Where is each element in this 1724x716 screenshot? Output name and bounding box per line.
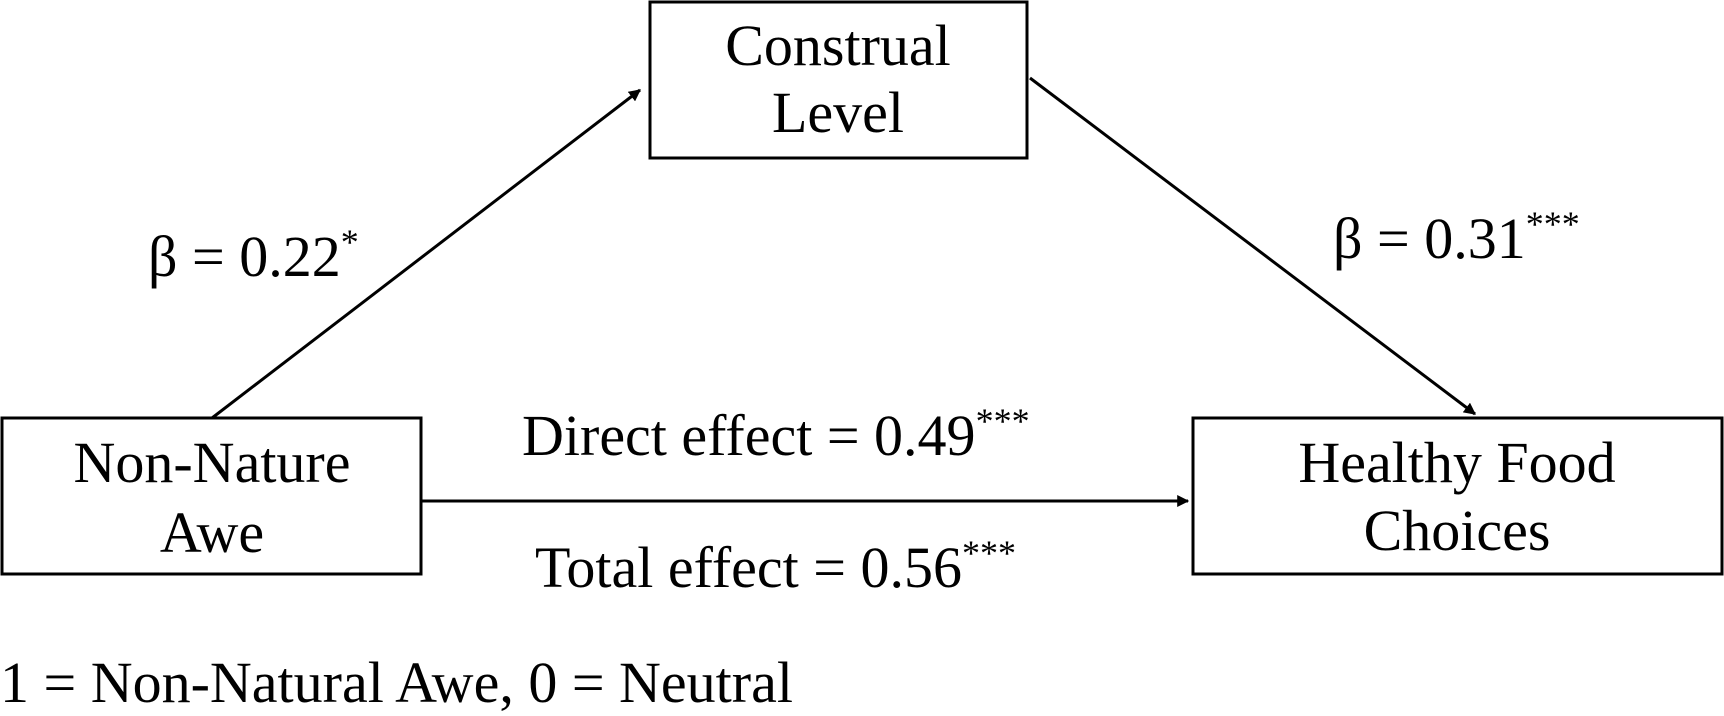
edge-direct: Direct effect = 0.49*** Total effect = 0… bbox=[421, 401, 1190, 600]
edge-b-path: β = 0.31*** bbox=[1029, 76, 1580, 416]
outcome-label-line1: Healthy Food bbox=[1298, 430, 1615, 495]
mediator-box bbox=[648, 0, 1029, 160]
b-path-label: β = 0.31*** bbox=[1333, 204, 1580, 271]
outcome-node: Healthy Food Choices bbox=[1191, 416, 1724, 576]
direct-effect-label: Direct effect = 0.49*** bbox=[522, 401, 1030, 468]
mediator-label-line2: Level bbox=[772, 80, 904, 145]
mediator-label-line1: Construal bbox=[725, 13, 951, 78]
mediator-node: Construal Level bbox=[648, 0, 1029, 160]
outcome-box bbox=[1191, 416, 1724, 576]
predictor-label-line1: Non-Nature bbox=[73, 430, 350, 495]
total-effect-label: Total effect = 0.56*** bbox=[535, 533, 1016, 600]
predictor-label-line2: Awe bbox=[160, 500, 264, 565]
outcome-label-line2: Choices bbox=[1364, 498, 1551, 563]
coding-note: 1 = Non-Natural Awe, 0 = Neutral bbox=[0, 650, 793, 715]
a-path-label: β = 0.22* bbox=[148, 222, 359, 289]
predictor-box bbox=[0, 416, 423, 576]
a-path-arrow bbox=[211, 88, 641, 420]
edge-a-path: β = 0.22* bbox=[148, 88, 641, 420]
predictor-node: Non-Nature Awe bbox=[0, 416, 423, 576]
b-path-arrow bbox=[1029, 76, 1476, 416]
